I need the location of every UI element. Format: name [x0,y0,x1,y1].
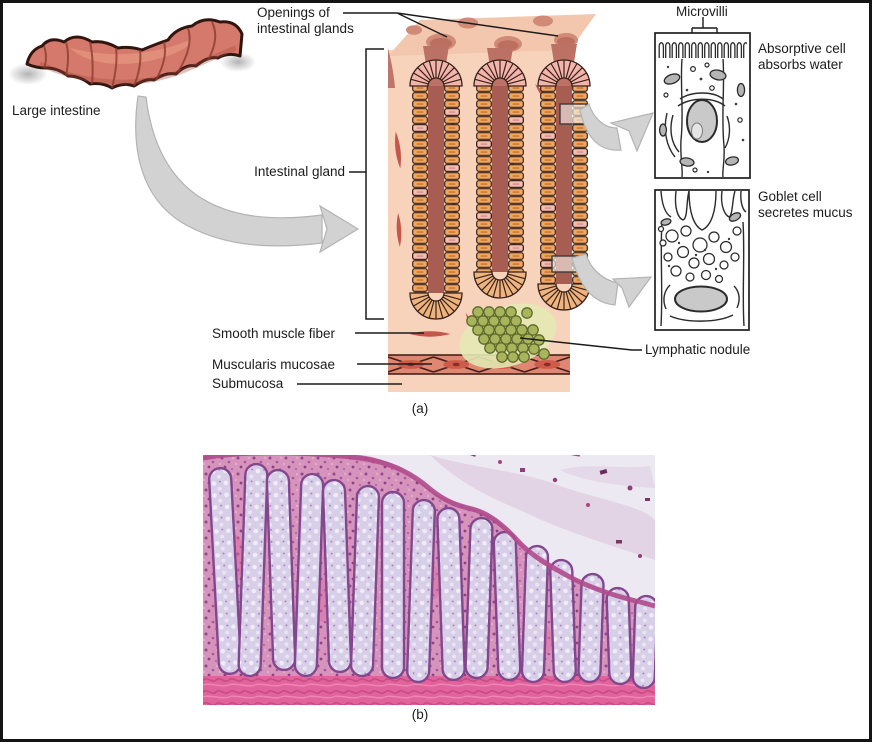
microvilli-bracket [691,17,718,50]
nucleus [674,285,728,313]
label-submucosa: Submucosa [212,376,284,391]
label-openings-of-intestinal-glands: Openings of intestinal glands [257,5,354,37]
crypts [207,462,655,690]
arrow-to-absorptive-cell [579,103,655,153]
micrograph-panel [203,455,655,705]
label-line: Goblet cell [758,189,822,204]
arrow-to-goblet-cell [571,253,653,309]
panel-a-label: (a) [411,401,429,416]
absorptive-cell-box [654,32,751,179]
panel-b-label: (b) [411,707,429,722]
golgi-er [664,92,731,158]
arrow-intestine-to-section [135,95,360,254]
label-large-intestine: Large intestine [12,103,101,118]
label-goblet-cell: Goblet cell secretes mucus [758,189,853,221]
mucus-granules [657,225,742,284]
goblet-cell-box [654,189,750,331]
debris-specks [469,455,650,558]
large-intestine-illustration [8,18,256,90]
label-lymphatic-nodule: Lymphatic nodule [645,342,751,357]
label-smooth-muscle-fiber: Smooth muscle fiber [212,326,336,341]
leader-lines [297,12,718,385]
mitochondria [658,69,746,167]
apical-projections [660,190,747,231]
label-line: absorbs water [758,57,843,72]
intestinal-glands [388,44,590,319]
label-absorptive-cell: Absorptive cell absorbs water [758,41,846,73]
label-line: Absorptive cell [758,41,846,56]
label-line: secretes mucus [758,205,853,220]
label-line: Openings of [257,5,330,20]
haustra-lines [43,21,217,89]
microvilli-drawing [658,41,747,58]
lymphatic-nodule-cluster [459,303,557,369]
surface-epithelium-line [203,455,655,609]
er-arcs [663,284,740,322]
label-microvilli: Microvilli [676,4,728,19]
submucosa-band [203,676,655,705]
label-line: intestinal glands [257,21,354,36]
label-muscularis-mucosae: Muscularis mucosae [212,357,336,372]
tissue-block [388,14,596,392]
label-intestinal-gland: Intestinal gland [254,164,345,179]
intestinal-gland-bracket [365,48,384,320]
